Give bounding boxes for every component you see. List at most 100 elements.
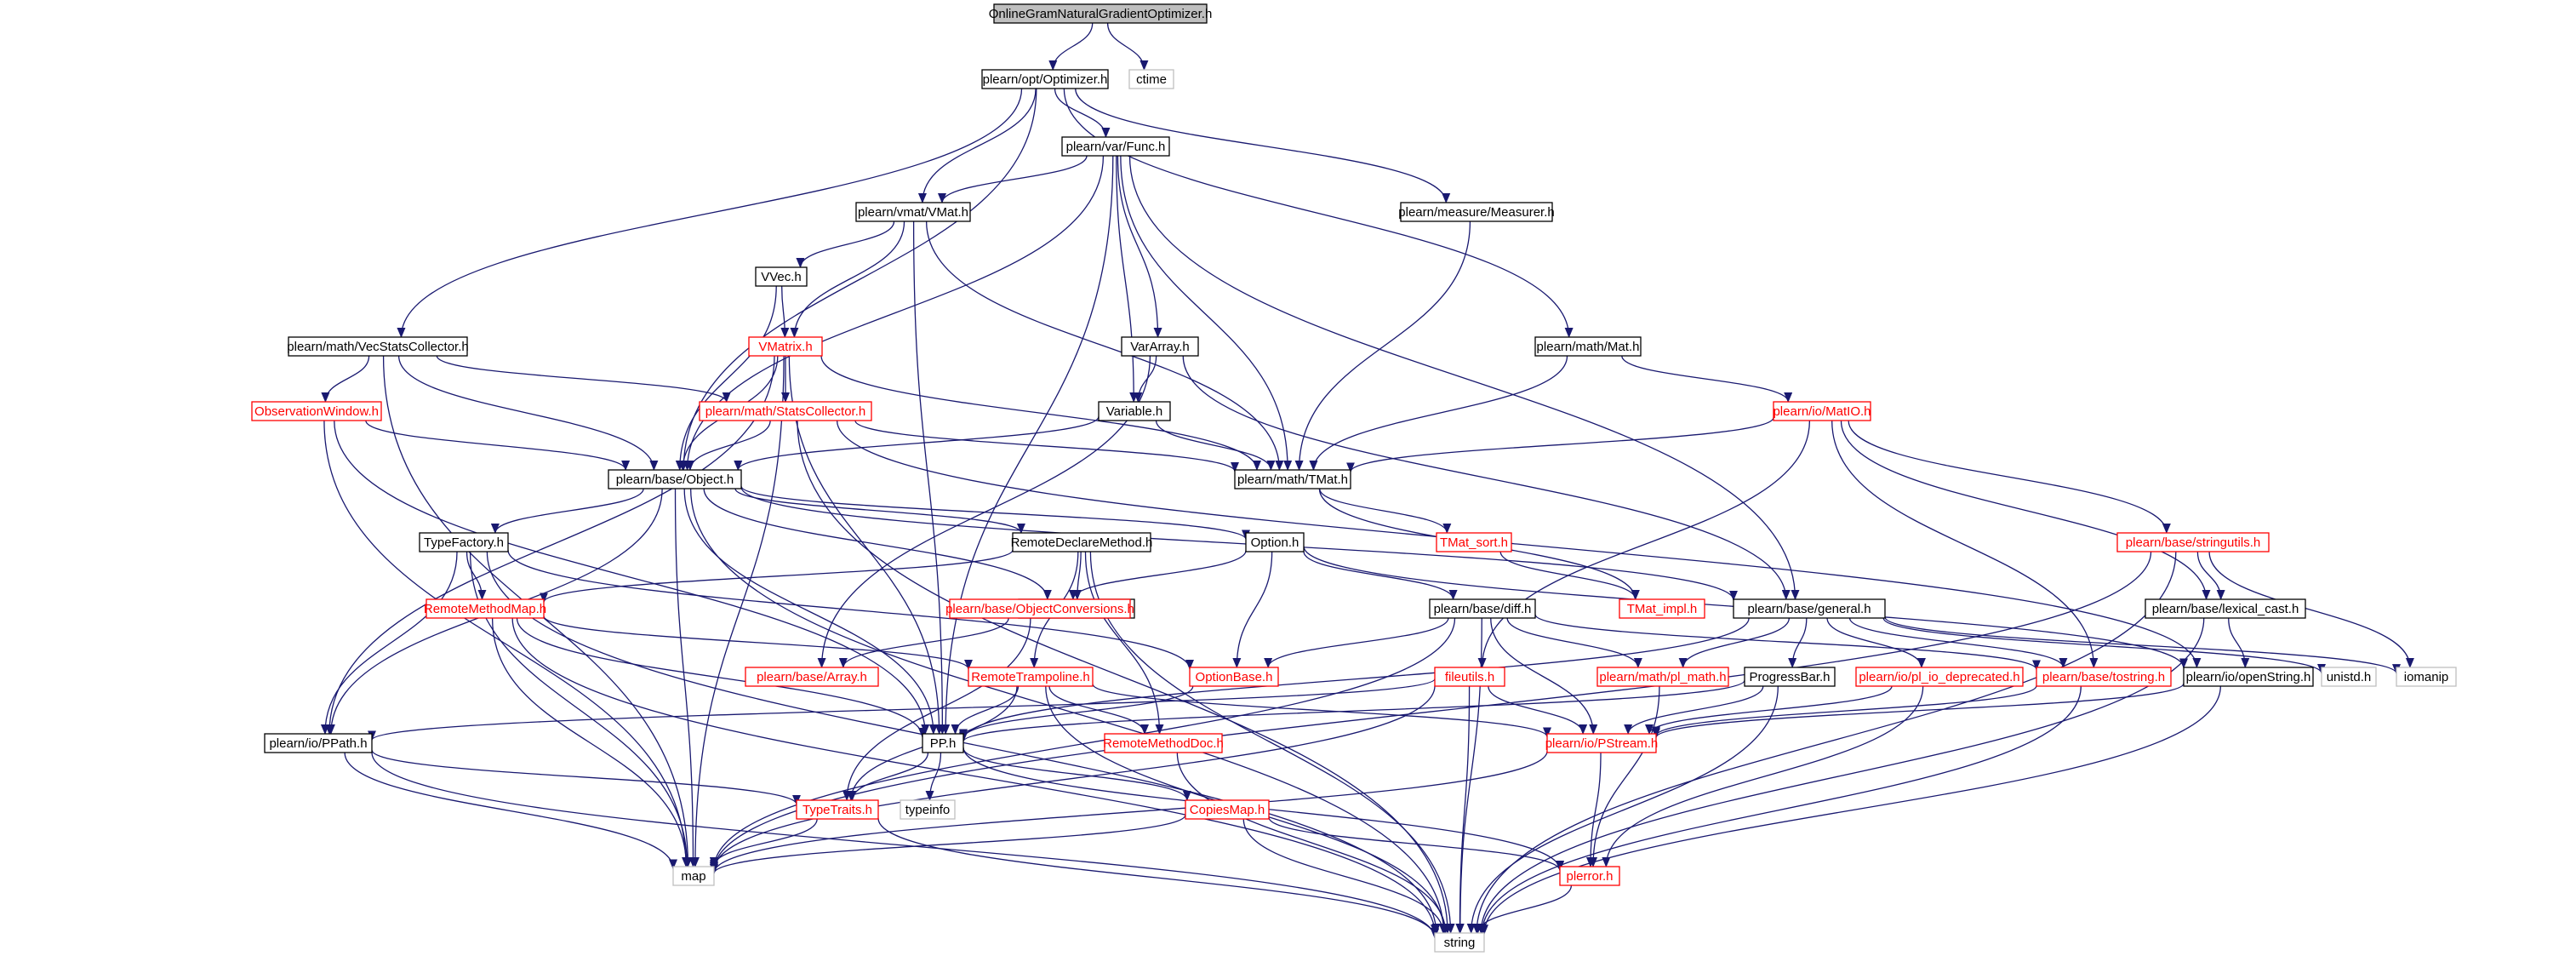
node-box bbox=[419, 532, 509, 552]
node-unistd[interactable]: unistd.h bbox=[2321, 667, 2377, 687]
node-box bbox=[1434, 667, 1505, 687]
edge-func-to-vararray bbox=[1117, 155, 1162, 338]
node-statscoll[interactable]: plearn/math/StatsCollector.h bbox=[699, 401, 872, 421]
node-measurer[interactable]: plearn/measure/Measurer.h bbox=[1398, 202, 1555, 222]
node-func[interactable]: plearn/var/Func.h bbox=[1061, 136, 1170, 157]
node-box bbox=[755, 266, 808, 287]
node-map[interactable]: map bbox=[672, 866, 715, 886]
node-label: plearn/base/ObjectConversions.h bbox=[945, 602, 1134, 616]
node-remotetrampoline[interactable]: RemoteTrampoline.h bbox=[968, 667, 1094, 687]
node-tostring[interactable]: plearn/base/tostring.h bbox=[2036, 667, 2172, 687]
edge-tostring-to-pstream bbox=[1652, 685, 2037, 737]
node-vararray[interactable]: VarArray.h bbox=[1121, 336, 1199, 357]
node-array[interactable]: plearn/base/Array.h bbox=[745, 667, 879, 687]
node-plmath[interactable]: plearn/math/pl_math.h bbox=[1596, 667, 1729, 687]
node-box bbox=[426, 598, 545, 619]
edge-diff-to-string bbox=[1455, 617, 1482, 934]
node-vvec[interactable]: VVec.h bbox=[755, 266, 808, 287]
node-vmatrix[interactable]: VMatrix.h bbox=[748, 336, 823, 357]
node-remotemethodmap[interactable]: RemoteMethodMap.h bbox=[424, 598, 546, 619]
node-vmat[interactable]: plearn/vmat/VMat.h bbox=[855, 202, 971, 222]
node-objconv[interactable]: plearn/base/ObjectConversions.h bbox=[945, 598, 1134, 619]
node-obswin[interactable]: ObservationWindow.h bbox=[251, 401, 382, 421]
node-label: plearn/io/openString.h bbox=[2186, 670, 2311, 684]
node-vecstats[interactable]: plearn/math/VecStatsCollector.h bbox=[287, 336, 469, 357]
node-pp[interactable]: PP.h bbox=[922, 733, 964, 753]
node-stringutils[interactable]: plearn/base/stringutils.h bbox=[2116, 532, 2270, 552]
node-box bbox=[922, 733, 964, 753]
edge-statscoll-to-object bbox=[685, 420, 771, 471]
node-label: TMat_impl.h bbox=[1627, 602, 1698, 616]
edge-object-to-string bbox=[689, 488, 1448, 934]
edge-tmatsort-to-tmatimpl bbox=[1499, 551, 1640, 600]
edge-func-to-tmat bbox=[1120, 155, 1293, 471]
node-plio[interactable]: plearn/io/pl_io_deprecated.h bbox=[1855, 667, 2024, 687]
node-copiesmap[interactable]: CopiesMap.h bbox=[1185, 799, 1270, 820]
node-plerror[interactable]: plerror.h bbox=[1559, 866, 1620, 886]
edge-plio-to-pstream bbox=[1645, 685, 1893, 735]
node-optionbase[interactable]: OptionBase.h bbox=[1189, 667, 1279, 687]
node-ppath[interactable]: plearn/io/PPath.h bbox=[264, 733, 373, 753]
node-lexicalcast[interactable]: plearn/base/lexical_cast.h bbox=[2145, 598, 2306, 619]
node-box bbox=[796, 799, 879, 820]
edge-diff-to-tostring bbox=[1534, 614, 2041, 671]
node-remotedecl[interactable]: RemoteDeclareMethod.h bbox=[1011, 532, 1153, 552]
node-variable[interactable]: Variable.h bbox=[1098, 401, 1171, 421]
edge-statscoll-to-openstring bbox=[836, 420, 2202, 668]
node-remotemethoddoc[interactable]: RemoteMethodDoc.h bbox=[1103, 733, 1224, 753]
node-tmat[interactable]: plearn/math/TMat.h bbox=[1234, 469, 1351, 489]
node-label: plearn/math/StatsCollector.h bbox=[705, 404, 865, 419]
node-string[interactable]: string bbox=[1434, 932, 1485, 953]
node-iomanip[interactable]: iomanip bbox=[2396, 667, 2457, 687]
node-ctime[interactable]: ctime bbox=[1128, 69, 1174, 89]
node-label: plearn/io/PStream.h bbox=[1545, 736, 1659, 751]
edge-pp-to-typetraits bbox=[848, 752, 929, 801]
node-label: PP.h bbox=[930, 736, 957, 751]
node-diff[interactable]: plearn/base/diff.h bbox=[1429, 598, 1536, 619]
edge-copiesmap-to-plerror bbox=[1268, 816, 1564, 872]
node-label: ctime bbox=[1136, 72, 1167, 87]
node-box bbox=[1855, 667, 2024, 687]
edge-vmatrix-to-ppath bbox=[324, 355, 775, 735]
node-tmatimpl[interactable]: TMat_impl.h bbox=[1619, 598, 1705, 619]
edge-openstring-to-string bbox=[1480, 685, 2221, 936]
edge-option-to-optionbase bbox=[1232, 551, 1273, 668]
node-box bbox=[1128, 69, 1174, 89]
edge-general-to-plio bbox=[1826, 617, 1926, 668]
node-box bbox=[1012, 532, 1151, 552]
node-box bbox=[1744, 667, 1836, 687]
nodes-layer: OnlineGramNaturalGradientOptimizer.h plea… bbox=[251, 3, 2457, 953]
node-label: plearn/math/pl_math.h bbox=[1599, 670, 1726, 684]
node-general[interactable]: plearn/base/general.h bbox=[1733, 598, 1886, 619]
node-label: string bbox=[1444, 936, 1476, 950]
node-tmatsort[interactable]: TMat_sort.h bbox=[1436, 532, 1512, 552]
node-typetraits[interactable]: TypeTraits.h bbox=[796, 799, 879, 820]
edge-optimizer-to-vecstats bbox=[397, 88, 1023, 338]
node-typefactory[interactable]: TypeFactory.h bbox=[419, 532, 509, 552]
node-root[interactable]: OnlineGramNaturalGradientOptimizer.h bbox=[989, 3, 1213, 24]
node-option[interactable]: Option.h bbox=[1245, 532, 1305, 552]
node-box bbox=[672, 866, 715, 886]
node-box bbox=[1061, 136, 1170, 157]
node-optimizer[interactable]: plearn/opt/Optimizer.h bbox=[981, 69, 1109, 89]
node-progressbar[interactable]: ProgressBar.h bbox=[1744, 667, 1836, 687]
node-box bbox=[2321, 667, 2377, 687]
edge-object-to-staticinit bbox=[703, 488, 1052, 600]
edge-remotemethodmap-to-pp bbox=[516, 617, 927, 738]
node-label: plearn/math/Mat.h bbox=[1537, 340, 1640, 354]
edge-remotemethodmap-to-string bbox=[511, 617, 1439, 936]
node-pstream[interactable]: plearn/io/PStream.h bbox=[1545, 733, 1659, 753]
edge-ppath-to-typetraits bbox=[371, 749, 801, 805]
node-fileutils[interactable]: fileutils.h bbox=[1434, 667, 1505, 687]
node-box bbox=[1429, 598, 1536, 619]
node-typeinfo[interactable]: typeinfo bbox=[900, 799, 956, 820]
node-openstring[interactable]: plearn/io/openString.h bbox=[2183, 667, 2314, 687]
node-label: plearn/vmat/VMat.h bbox=[858, 205, 968, 220]
node-matio[interactable]: plearn/io/MatIO.h bbox=[1773, 401, 1871, 421]
node-label: unistd.h bbox=[2327, 670, 2372, 684]
edge-vmatrix-to-tmat bbox=[820, 355, 1261, 471]
node-mat[interactable]: plearn/math/Mat.h bbox=[1534, 336, 1642, 357]
node-label: OptionBase.h bbox=[1196, 670, 1273, 684]
node-label: TypeTraits.h bbox=[803, 803, 872, 817]
node-object[interactable]: plearn/base/Object.h bbox=[608, 469, 742, 489]
